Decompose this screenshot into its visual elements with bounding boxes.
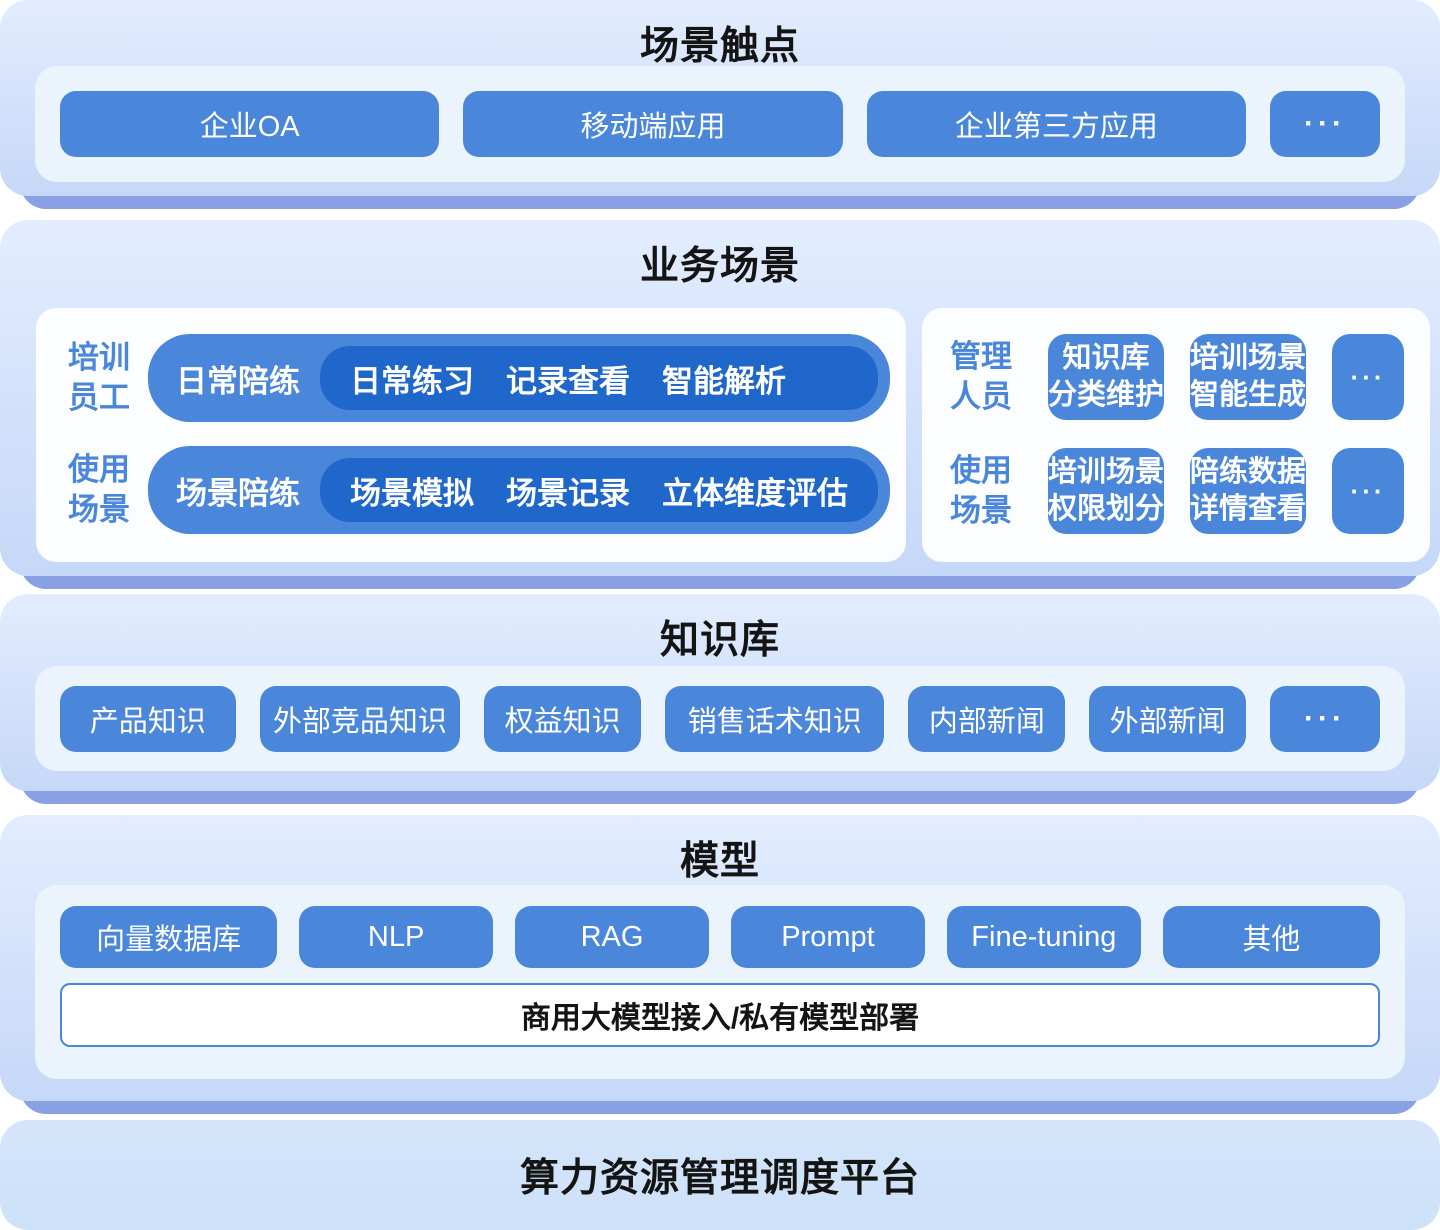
manager-label-line4: 场景 bbox=[950, 493, 1012, 528]
knowledge-more-ellipsis: ··· bbox=[1270, 685, 1380, 752]
record-view-tag: 记录查看 bbox=[506, 363, 630, 399]
model-fine-tuning: Fine-tuning bbox=[946, 906, 1141, 968]
daily-practice-tag: 日常练习 bbox=[350, 363, 474, 399]
knowledge-external-news: 外部新闻 bbox=[1089, 685, 1246, 752]
section-knowledge-base: 知识库 产品知识 外部竞品知识 权益知识 销售话术知识 内部新闻 外部新闻 ··… bbox=[0, 594, 1440, 804]
touchpoints-panel: 企业OA 移动端应用 企业第三方应用 ··· bbox=[35, 66, 1405, 182]
daily-practice-inner-pill: 日常练习 记录查看 智能解析 bbox=[320, 346, 878, 410]
touchpoints-title: 场景触点 bbox=[639, 25, 800, 68]
manager-label-line2: 人员 bbox=[950, 379, 1012, 414]
section-touchpoints: 场景触点 企业OA 移动端应用 企业第三方应用 ··· bbox=[0, 0, 1440, 209]
touchpoints-card: 场景触点 企业OA 移动端应用 企业第三方应用 ··· bbox=[0, 0, 1440, 196]
model-buttons-row: 向量数据库 NLP RAG Prompt Fine-tuning 其他 bbox=[60, 906, 1380, 968]
manager-row-1: 管理人员 知识库 分类维护 培训场景 智能生成 ··· bbox=[940, 334, 1405, 420]
trainee-label-top: 培训员工 bbox=[58, 338, 140, 418]
model-access-bar: 商用大模型接入/私有模型部署 bbox=[60, 983, 1380, 1047]
trainee-scenarios-card: 培训员工 日常陪练 日常练习 记录查看 智能解析 使用场景 bbox=[36, 308, 906, 562]
model-rag: RAG bbox=[515, 906, 709, 968]
multi-dimension-eval-tag: 立体维度评估 bbox=[662, 475, 848, 511]
scene-simulation-tag: 场景模拟 bbox=[350, 475, 474, 511]
model-prompt: Prompt bbox=[730, 906, 925, 968]
scene-practice-inner-pill: 场景模拟 场景记录 立体维度评估 bbox=[320, 458, 878, 522]
section-model: 模型 向量数据库 NLP RAG Prompt Fine-tuning 其他 商… bbox=[0, 815, 1440, 1114]
practice-data-line2: 详情查看 bbox=[1190, 493, 1307, 525]
practice-data-button: 陪练数据 详情查看 bbox=[1190, 448, 1307, 534]
section-business-scenarios: 业务场景 培训员工 日常陪练 日常练习 记录查看 智能解析 bbox=[0, 220, 1440, 589]
scene-generation-button: 培训场景 智能生成 bbox=[1190, 334, 1307, 420]
manager-label-line1: 管理 bbox=[950, 339, 1012, 374]
model-vector-db: 向量数据库 bbox=[60, 906, 278, 968]
trainee-label-line4: 场景 bbox=[68, 492, 130, 527]
platform-band: 算力资源管理调度平台 bbox=[0, 1120, 1440, 1230]
practice-data-line1: 陪练数据 bbox=[1190, 456, 1307, 488]
trainee-row-scene: 使用场景 场景陪练 场景模拟 场景记录 立体维度评估 bbox=[58, 446, 890, 534]
scene-generation-line2: 智能生成 bbox=[1190, 379, 1307, 411]
manager-row2-more-ellipsis: ··· bbox=[1332, 448, 1405, 534]
scene-permission-line1: 培训场景 bbox=[1048, 456, 1165, 488]
scene-permission-line2: 权限划分 bbox=[1048, 493, 1165, 525]
model-other: 其他 bbox=[1162, 906, 1380, 968]
trainee-label-line3: 使用 bbox=[68, 452, 130, 487]
business-title: 业务场景 bbox=[639, 245, 800, 288]
model-panel: 向量数据库 NLP RAG Prompt Fine-tuning 其他 商用大模… bbox=[35, 885, 1405, 1079]
model-title: 模型 bbox=[679, 840, 760, 883]
manager-row1-more-ellipsis: ··· bbox=[1332, 334, 1405, 420]
kb-classification-line1: 知识库 bbox=[1062, 342, 1150, 374]
scene-generation-line1: 培训场景 bbox=[1190, 342, 1307, 374]
trainee-label-bottom: 使用场景 bbox=[58, 450, 140, 530]
kb-classification-line2: 分类维护 bbox=[1048, 379, 1165, 411]
trainee-label-line2: 员工 bbox=[68, 380, 130, 415]
daily-practice-pill: 日常陪练 日常练习 记录查看 智能解析 bbox=[148, 334, 890, 422]
trainee-row-daily: 培训员工 日常陪练 日常练习 记录查看 智能解析 bbox=[58, 334, 890, 422]
scene-practice-pill: 场景陪练 场景模拟 场景记录 立体维度评估 bbox=[148, 446, 890, 534]
scene-practice-pill-label: 场景陪练 bbox=[176, 475, 300, 511]
touchpoint-enterprise-oa: 企业OA bbox=[60, 91, 440, 157]
smart-analysis-tag: 智能解析 bbox=[662, 363, 786, 399]
manager-scenarios-card: 管理人员 知识库 分类维护 培训场景 智能生成 ··· 使用场景 bbox=[922, 308, 1431, 562]
business-cards-row: 培训员工 日常陪练 日常练习 记录查看 智能解析 使用场景 bbox=[36, 308, 1431, 562]
knowledge-product: 产品知识 bbox=[60, 685, 236, 752]
trainee-label-line1: 培训 bbox=[68, 340, 130, 375]
model-nlp: NLP bbox=[299, 906, 494, 968]
knowledge-card: 知识库 产品知识 外部竞品知识 权益知识 销售话术知识 内部新闻 外部新闻 ··… bbox=[0, 594, 1440, 791]
manager-label-bottom: 使用场景 bbox=[940, 451, 1022, 531]
knowledge-rights: 权益知识 bbox=[484, 685, 641, 752]
knowledge-competitor: 外部竞品知识 bbox=[259, 685, 461, 752]
knowledge-internal-news: 内部新闻 bbox=[908, 685, 1066, 752]
knowledge-title: 知识库 bbox=[659, 619, 780, 662]
manager-row-2: 使用场景 培训场景 权限划分 陪练数据 详情查看 ··· bbox=[940, 448, 1405, 534]
section-compute-platform: 算力资源管理调度平台 bbox=[0, 1120, 1440, 1230]
touchpoint-mobile-app: 移动端应用 bbox=[463, 91, 843, 157]
touchpoints-more-ellipsis: ··· bbox=[1269, 91, 1380, 157]
scene-permission-button: 培训场景 权限划分 bbox=[1048, 448, 1165, 534]
knowledge-panel: 产品知识 外部竞品知识 权益知识 销售话术知识 内部新闻 外部新闻 ··· bbox=[35, 666, 1405, 771]
manager-label-line3: 使用 bbox=[950, 453, 1012, 488]
daily-practice-pill-label: 日常陪练 bbox=[176, 363, 300, 399]
business-card: 业务场景 培训员工 日常陪练 日常练习 记录查看 智能解析 bbox=[0, 220, 1440, 576]
knowledge-sales-script: 销售话术知识 bbox=[665, 685, 885, 752]
scene-record-tag: 场景记录 bbox=[506, 475, 630, 511]
platform-title: 算力资源管理调度平台 bbox=[519, 1157, 920, 1200]
kb-classification-button: 知识库 分类维护 bbox=[1048, 334, 1165, 420]
manager-label-top: 管理人员 bbox=[940, 337, 1022, 417]
touchpoint-third-party-app: 企业第三方应用 bbox=[866, 91, 1246, 157]
model-card: 模型 向量数据库 NLP RAG Prompt Fine-tuning 其他 商… bbox=[0, 815, 1440, 1101]
